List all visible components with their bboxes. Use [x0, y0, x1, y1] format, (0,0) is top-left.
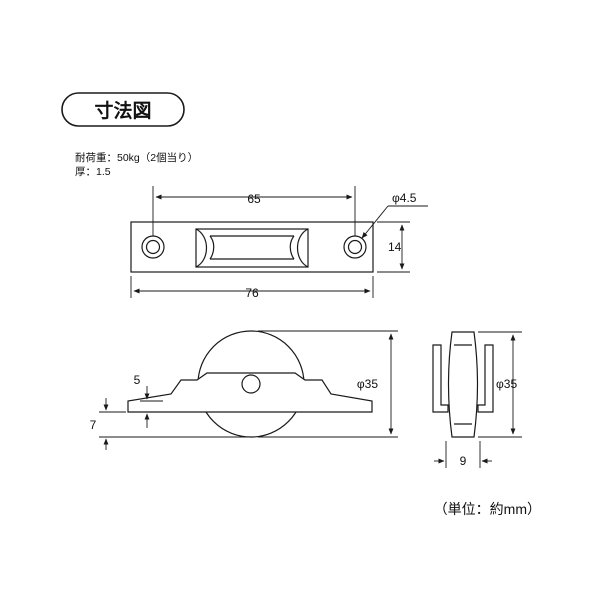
dim-label-end-35: φ35	[496, 377, 517, 391]
leader-hole-diameter	[361, 205, 389, 239]
dim-label-9: 9	[460, 454, 467, 468]
dim-label-5: 5	[134, 373, 141, 387]
hole-right-outer	[343, 235, 367, 259]
slot-left-inner-curve	[209, 235, 215, 260]
slot-right-curve	[296, 228, 309, 268]
dim-label-76: 76	[245, 286, 259, 300]
top-view-dimensions	[130, 186, 428, 298]
end-view-bracket-right	[477, 344, 494, 413]
unit-note: （単位：約mm）	[434, 501, 541, 517]
hole-left-outer	[141, 235, 165, 259]
wheel-slot	[195, 228, 309, 268]
side-view-axle	[241, 374, 261, 394]
end-view	[432, 331, 494, 438]
dim-label-7: 7	[90, 418, 97, 432]
hole-right-inner	[347, 239, 363, 255]
side-view-dimensions	[99, 330, 398, 450]
end-view-bracket-left	[432, 344, 449, 413]
slot-left-curve	[195, 228, 208, 268]
page-title: 寸法図	[94, 99, 151, 122]
hole-left-inner	[145, 239, 161, 255]
side-view	[127, 330, 373, 438]
thickness-spec: 厚：1.5	[75, 166, 111, 178]
load-spec: 耐荷重：50kg（2個当り）	[75, 151, 198, 164]
dim-label-14: 14	[388, 240, 402, 254]
dim-label-65: 65	[247, 192, 261, 206]
slot-right-inner-curve	[289, 235, 295, 260]
title-pill	[61, 92, 185, 127]
end-view-wheel	[447, 331, 479, 438]
top-view	[130, 221, 374, 273]
dim-label-hole-diameter: φ4.5	[392, 191, 417, 205]
title-badge: 寸法図	[61, 92, 185, 127]
end-view-dimensions	[434, 331, 522, 468]
dim-label-side-35: φ35	[357, 377, 378, 391]
top-view-plate	[130, 221, 374, 273]
